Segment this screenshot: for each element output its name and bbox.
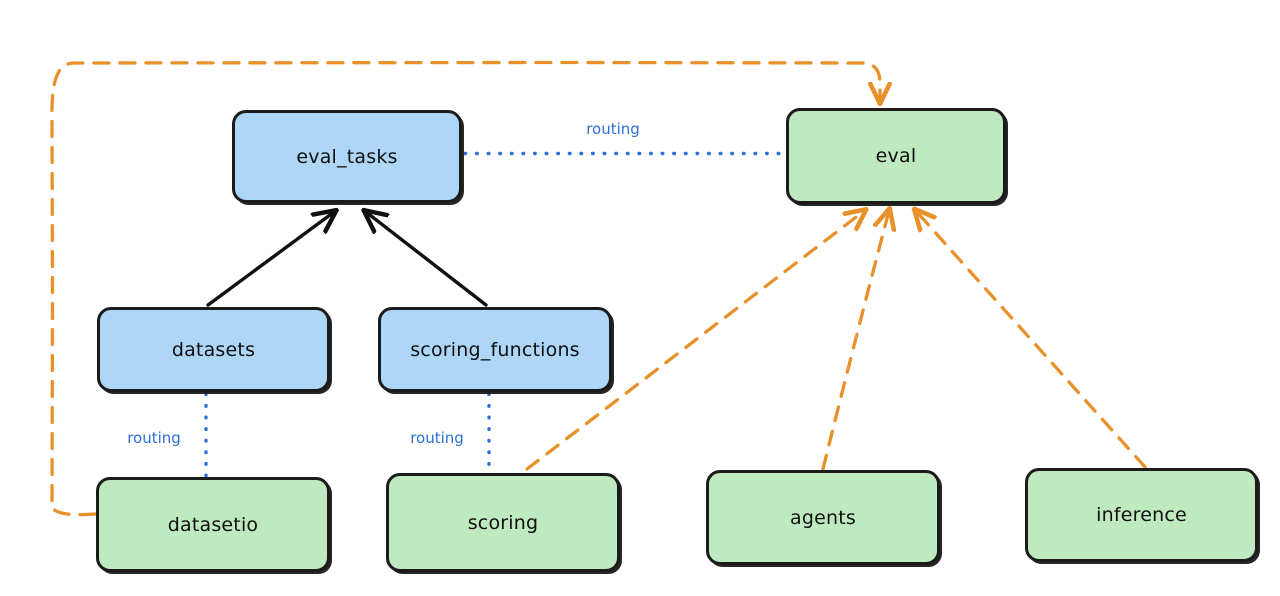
node-inference-label: inference [1096, 504, 1187, 526]
edge-agents-eval [821, 211, 889, 471]
node-datasets-label: datasets [171, 338, 256, 361]
node-datasets[interactable]: datasets [97, 307, 330, 392]
edge-label-routing-datasets-datasetio: routing [127, 429, 181, 447]
node-scoring[interactable]: scoring [386, 473, 620, 572]
node-agents[interactable]: agents [706, 470, 940, 565]
node-eval-label: eval [875, 145, 917, 167]
edge-label-routing-eval-tasks-eval: routing [586, 120, 640, 138]
node-eval-tasks-label: eval_tasks [296, 145, 398, 168]
node-scoring-functions-label: scoring_functions [410, 338, 580, 361]
edge-scoring_functions-eval_tasks [366, 212, 488, 307]
node-agents-label: agents [790, 506, 856, 529]
node-eval-tasks[interactable]: eval_tasks [232, 110, 462, 203]
edge-datasetio-eval [50, 60, 880, 517]
edge-datasets-eval_tasks [206, 212, 334, 307]
node-datasetio-label: datasetio [167, 513, 259, 536]
node-scoring-label: scoring [467, 511, 539, 534]
node-scoring-functions[interactable]: scoring_functions [378, 307, 612, 392]
edge-inference-eval [916, 211, 1147, 469]
node-eval[interactable]: eval [786, 108, 1006, 204]
edge-label-routing-scoring-functions-scoring: routing [410, 429, 464, 447]
node-inference[interactable]: inference [1025, 468, 1258, 562]
node-datasetio[interactable]: datasetio [96, 477, 330, 572]
edge-scoring-eval [525, 211, 864, 471]
